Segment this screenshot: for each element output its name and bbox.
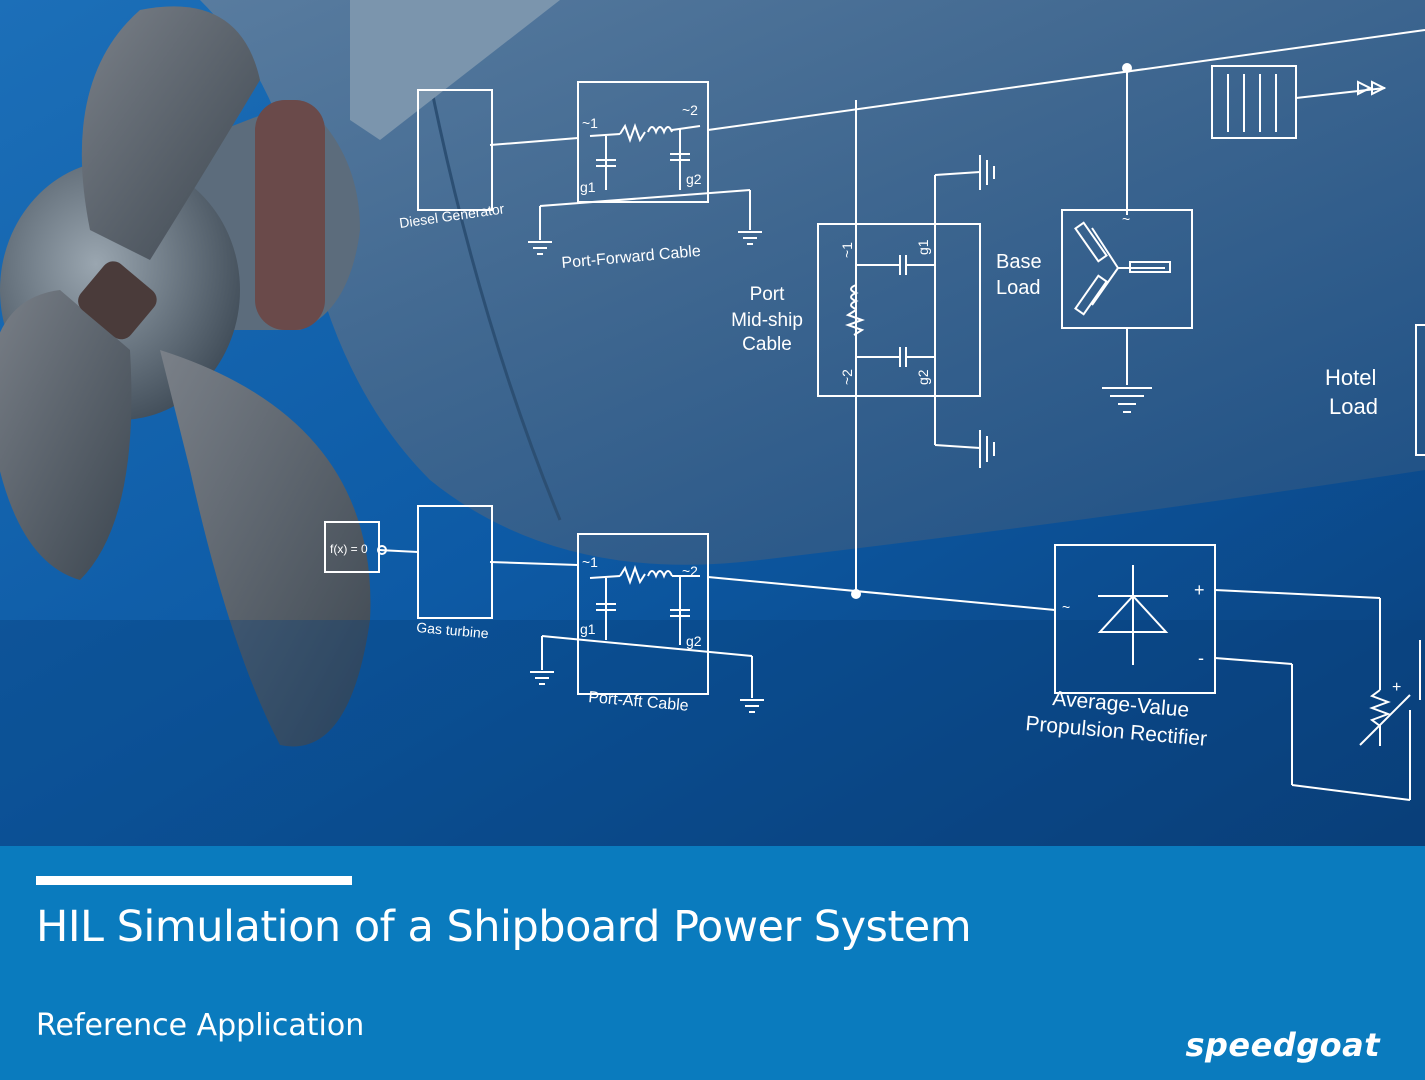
label-term-1-top: ~1 [582, 115, 598, 131]
label-rectifier-tilde: ~ [1062, 599, 1070, 615]
label-term-1-mid: ~1 [839, 242, 855, 258]
label-g2-mid: g2 [915, 369, 931, 385]
label-g1-aft: g1 [580, 621, 596, 637]
label-gas-turbine: Gas turbine [416, 619, 490, 641]
label-g2-aft: g2 [686, 633, 702, 649]
label-base-load-1: Base [996, 251, 1042, 273]
label-base-load-tilde: ~ [1122, 211, 1130, 227]
label-port-midship-3: Cable [742, 334, 792, 355]
propeller-bolt-plate [78, 261, 157, 340]
page-subtitle: Reference Application [36, 1008, 365, 1043]
propeller-blade-left [0, 290, 132, 580]
speedgoat-logo: speedgoat [1185, 1026, 1380, 1064]
label-rectifier-plus: + [1194, 580, 1205, 600]
depth-shade [0, 620, 1425, 846]
label-fx-block: f(x) = 0 [330, 542, 368, 556]
label-port-midship-1: Port [750, 284, 786, 305]
label-term-2-aft: ~2 [682, 563, 698, 579]
hero-illustration: Diesel Generator ~1 ~2 g1 g2 Port-Forwar… [0, 0, 1425, 846]
schematic-lines [324, 29, 1425, 801]
label-g2-top: g2 [686, 171, 702, 187]
label-term-1-aft: ~1 [582, 554, 598, 570]
label-g1-top: g1 [580, 179, 596, 195]
footer-banner: HIL Simulation of a Shipboard Power Syst… [0, 846, 1425, 1080]
shaft-collar [255, 100, 325, 330]
propeller-blade-bottom [160, 350, 371, 747]
hull-seam [418, 29, 562, 521]
label-term-2-mid: ~2 [839, 369, 855, 385]
label-resistor-plus: + [1392, 679, 1401, 696]
rudder-plate [350, 0, 560, 140]
label-term-2-top: ~2 [682, 102, 698, 118]
label-hotel-load-1: Hotel [1325, 365, 1376, 390]
label-hotel-load-2: Load [1329, 394, 1378, 419]
propeller-blade-top [81, 6, 261, 261]
label-g1-mid: g1 [915, 239, 931, 255]
page-title: HIL Simulation of a Shipboard Power Syst… [36, 902, 972, 952]
label-base-load-2: Load [996, 277, 1041, 299]
ship-hull [120, 0, 1425, 565]
label-port-midship-2: Mid-ship [731, 310, 803, 331]
label-rectifier-minus: - [1198, 648, 1204, 668]
junction-dots [377, 63, 1132, 599]
accent-bar [36, 876, 352, 885]
